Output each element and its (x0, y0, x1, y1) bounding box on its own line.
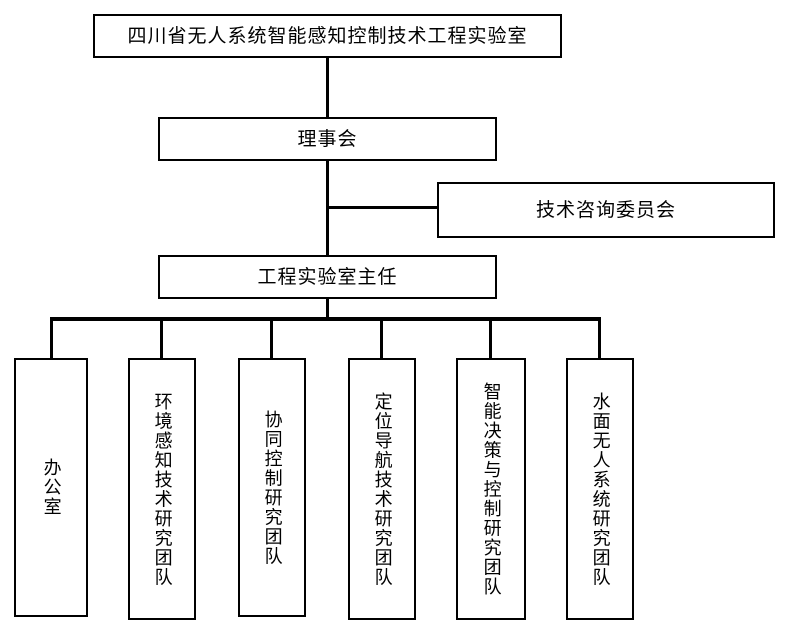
node-board[interactable]: 理事会 (158, 117, 497, 161)
connector-drop-dept-6 (598, 317, 601, 358)
connector-board-to-director (326, 161, 329, 268)
connector-title-to-board (326, 58, 329, 117)
node-department-6-label: 水面无人系统研究团队 (589, 391, 611, 587)
node-department-4-label: 定位导航技术研究团队 (371, 391, 393, 587)
node-department-6[interactable]: 水面无人系统研究团队 (566, 358, 634, 620)
node-advisory-committee-label: 技术咨询委员会 (535, 198, 676, 221)
node-department-3[interactable]: 协同控制研究团队 (238, 358, 306, 617)
node-lab-title-label: 四川省无人系统智能感知控制技术工程实验室 (127, 24, 528, 47)
connector-drop-dept-3 (270, 317, 273, 358)
connector-trunk-to-advisory (326, 206, 439, 209)
connector-drop-dept-4 (380, 317, 383, 358)
node-department-2[interactable]: 环境感知技术研究团队 (128, 358, 196, 620)
connector-department-bus (50, 317, 601, 321)
node-department-5-label: 智能决策与控制研究团队 (480, 381, 502, 597)
connector-director-to-bus (326, 299, 329, 320)
node-director-label: 工程实验室主任 (257, 265, 398, 288)
node-department-4[interactable]: 定位导航技术研究团队 (348, 358, 416, 620)
node-department-1[interactable]: 办公室 (14, 358, 88, 617)
node-director[interactable]: 工程实验室主任 (158, 255, 497, 299)
connector-drop-dept-5 (489, 317, 492, 358)
node-lab-title[interactable]: 四川省无人系统智能感知控制技术工程实验室 (93, 14, 562, 58)
node-advisory-committee[interactable]: 技术咨询委员会 (437, 182, 775, 238)
node-board-label: 理事会 (297, 127, 358, 150)
connector-drop-dept-2 (160, 317, 163, 358)
node-department-5[interactable]: 智能决策与控制研究团队 (456, 358, 526, 620)
node-department-1-label: 办公室 (40, 458, 62, 517)
connector-drop-dept-1 (50, 317, 53, 358)
node-department-3-label: 协同控制研究团队 (261, 409, 283, 566)
node-department-2-label: 环境感知技术研究团队 (151, 391, 173, 587)
